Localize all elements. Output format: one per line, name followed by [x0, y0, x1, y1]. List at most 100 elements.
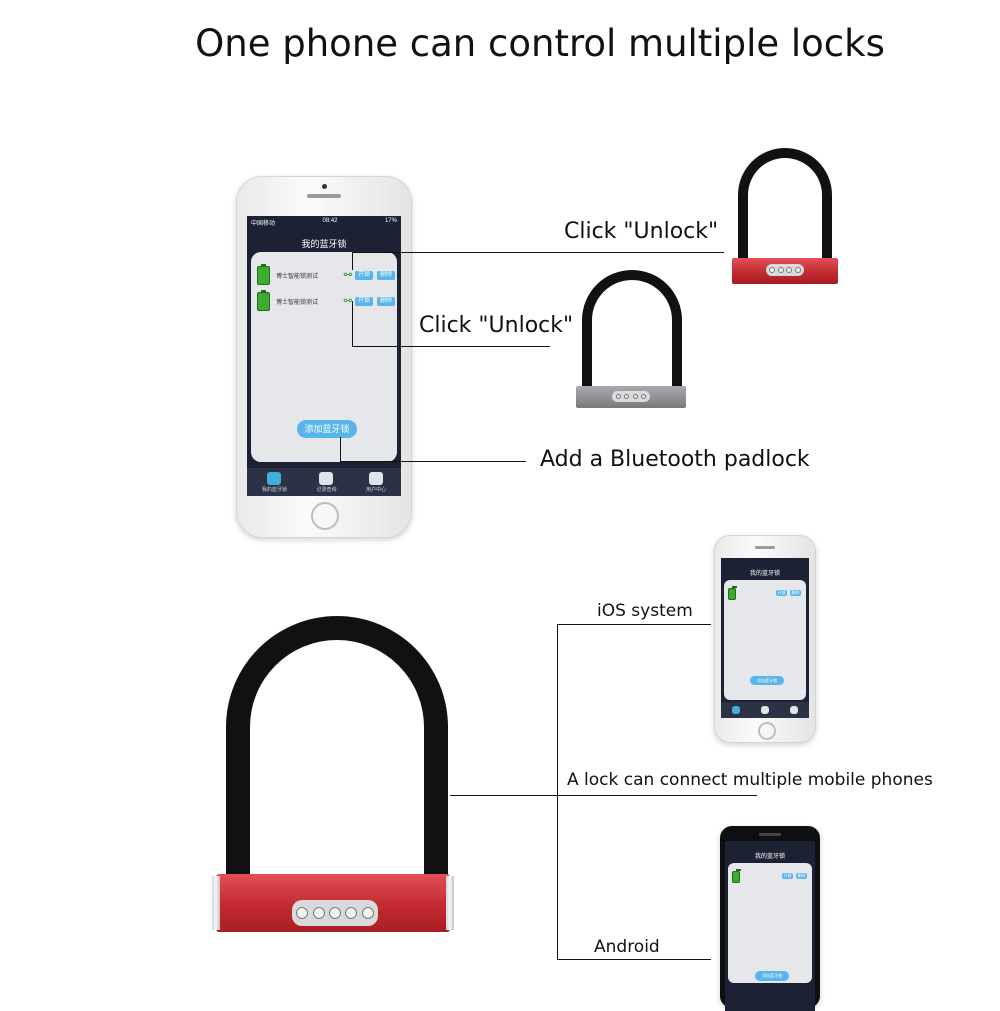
- delete-button[interactable]: 删除: [377, 297, 395, 306]
- tab-records[interactable]: 记录查询: [316, 471, 337, 493]
- tab-records[interactable]: [760, 705, 769, 715]
- main-phone-screen: 中国移动 08:42 17% 我的蓝牙锁 博士智能锁测试 ⚯ 开锁 删除 博士智…: [247, 216, 401, 496]
- list-item: 博士智能锁测试 ⚯ 开锁 删除: [257, 264, 395, 285]
- android-label: Android: [594, 937, 660, 957]
- battery-icon: [732, 869, 741, 883]
- earpiece-speaker: [759, 833, 781, 836]
- home-button: [311, 502, 339, 530]
- link-icon: ⚯: [343, 296, 352, 307]
- grey-u-lock: [576, 270, 688, 412]
- lock-name: 博士智能锁测试: [276, 274, 319, 280]
- ios-system-label: iOS system: [597, 601, 693, 621]
- unlock-button[interactable]: 开锁: [776, 590, 787, 596]
- tab-user-center[interactable]: 用户中心: [366, 471, 387, 493]
- user-icon: [369, 471, 384, 485]
- carrier-text: 中国移动: [251, 221, 276, 227]
- add-bluetooth-lock-button[interactable]: 添加蓝牙锁: [755, 971, 789, 981]
- connector-line: [340, 461, 526, 462]
- unlock-button[interactable]: 开锁: [782, 873, 793, 879]
- red-u-lock-small: [732, 148, 840, 288]
- lock-keypad: [292, 900, 378, 926]
- keypad-button: [328, 907, 341, 919]
- connector-line: [557, 624, 558, 960]
- ios-phone: 我的蓝牙锁 开锁 删除 添加蓝牙锁: [714, 535, 816, 743]
- connector-line: [340, 437, 341, 462]
- connector-line: [557, 624, 711, 625]
- app-title: 我的蓝牙锁: [754, 854, 785, 860]
- record-icon: [319, 471, 334, 485]
- connector-line: [352, 252, 353, 270]
- lock-shackle: [738, 148, 832, 263]
- lock-shackle: [582, 270, 682, 388]
- delete-button[interactable]: 删除: [796, 873, 807, 879]
- record-icon: [760, 705, 769, 714]
- battery-text: 17%: [384, 218, 397, 224]
- keypad-button: [312, 907, 325, 919]
- connector-line: [557, 959, 711, 960]
- earpiece-speaker: [755, 546, 775, 549]
- keypad-button: [361, 907, 374, 919]
- keypad-button: [615, 394, 621, 399]
- keypad-button: [786, 267, 793, 273]
- tab-user-center[interactable]: [790, 705, 799, 715]
- keypad-button: [624, 394, 630, 399]
- clock-text: 08:42: [322, 218, 338, 224]
- list-item: 博士智能锁测试 ⚯ 开锁 删除: [257, 290, 395, 311]
- lock-list-card: 开锁 删除 添加蓝牙锁: [728, 863, 812, 983]
- keypad-button: [795, 267, 802, 273]
- unlock-callout-1: Click "Unlock": [564, 219, 719, 244]
- app-title: 我的蓝牙锁: [749, 571, 780, 577]
- add-padlock-callout: Add a Bluetooth padlock: [540, 447, 810, 472]
- keypad-button: [777, 267, 784, 273]
- keypad-button: [641, 394, 647, 399]
- tab-label: 用户中心: [366, 486, 387, 493]
- tab-label: 我的蓝牙锁: [261, 486, 287, 493]
- page-title: One phone can control multiple locks: [195, 22, 885, 65]
- delete-button[interactable]: 删除: [377, 271, 395, 280]
- earpiece-speaker: [307, 194, 341, 198]
- tab-bar: [721, 702, 809, 718]
- tab-my-locks[interactable]: [731, 705, 740, 715]
- user-icon: [790, 705, 799, 714]
- connector-line: [557, 795, 757, 796]
- unlock-button[interactable]: 开锁: [355, 271, 373, 280]
- android-phone-screen: 我的蓝牙锁 开锁 删除 添加蓝牙锁: [725, 841, 815, 1011]
- lock-endcap: [212, 876, 220, 930]
- delete-button[interactable]: 删除: [790, 590, 801, 596]
- add-bluetooth-lock-button[interactable]: 添加蓝牙锁: [297, 420, 357, 438]
- link-icon: ⚯: [343, 270, 352, 281]
- battery-icon: [728, 586, 737, 600]
- connector-line: [450, 795, 558, 796]
- lock-name: 博士智能锁测试: [276, 300, 319, 306]
- keypad-button: [345, 907, 358, 919]
- tab-bar: 我的蓝牙锁 记录查询 用户中心: [247, 468, 401, 496]
- lock-icon: [731, 705, 740, 714]
- battery-icon: [257, 290, 270, 311]
- multi-phone-label: A lock can connect multiple mobile phone…: [567, 770, 933, 790]
- keypad-button: [768, 267, 775, 273]
- lock-icon: [267, 471, 282, 485]
- lock-keypad: [612, 391, 650, 402]
- connector-line: [352, 252, 724, 253]
- ios-phone-screen: 我的蓝牙锁 开锁 删除 添加蓝牙锁: [721, 558, 809, 718]
- unlock-callout-2: Click "Unlock": [419, 313, 574, 338]
- unlock-button[interactable]: 开锁: [355, 297, 373, 306]
- tab-label: 记录查询: [316, 486, 337, 493]
- android-phone: 我的蓝牙锁 开锁 删除 添加蓝牙锁: [720, 826, 820, 1011]
- red-u-lock-large: [212, 616, 460, 940]
- lock-list-card: 开锁 删除 添加蓝牙锁: [724, 580, 806, 700]
- battery-icon: [257, 264, 270, 285]
- front-camera-icon: [322, 184, 327, 189]
- status-bar: 中国移动 08:42 17%: [247, 216, 401, 229]
- lock-endcap: [446, 876, 454, 930]
- app-title: 我的蓝牙锁: [301, 239, 347, 249]
- lock-list-card: 博士智能锁测试 ⚯ 开锁 删除 博士智能锁测试 ⚯ 开锁 删除 添加蓝牙锁: [251, 252, 397, 462]
- connector-line: [352, 346, 550, 347]
- lock-shackle: [226, 616, 448, 878]
- lock-keypad: [766, 264, 804, 276]
- connector-line: [352, 301, 353, 347]
- main-phone: 中国移动 08:42 17% 我的蓝牙锁 博士智能锁测试 ⚯ 开锁 删除 博士智…: [236, 176, 412, 538]
- home-button: [758, 722, 776, 740]
- tab-my-locks[interactable]: 我的蓝牙锁: [261, 471, 287, 493]
- add-bluetooth-lock-button[interactable]: 添加蓝牙锁: [750, 676, 784, 685]
